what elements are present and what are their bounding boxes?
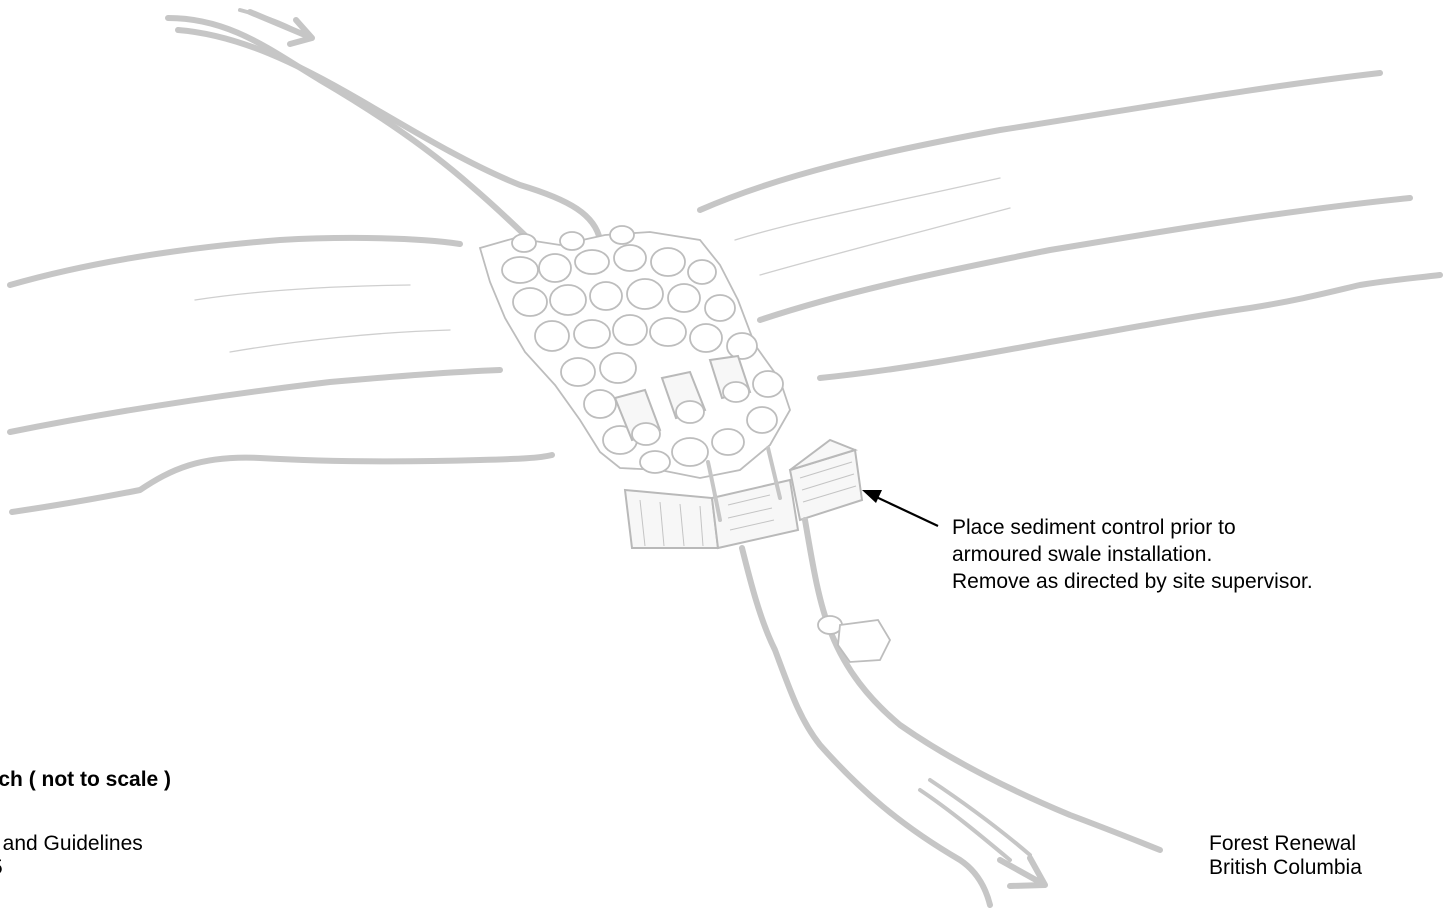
callout-arrow-icon [862,490,938,526]
road-right [700,73,1440,378]
sketch-caption: ketch ( not to scale ) [0,768,171,792]
organization-line-2: British Columbia [1209,856,1362,880]
standards-line-1: ards and Guidelines [0,832,143,856]
sediment-control-note: Place sediment control prior to armoured… [952,514,1313,595]
organization-credit: Forest Renewal British Columbia [1209,832,1362,880]
road-left [10,238,552,512]
organization-line-1: Forest Renewal [1209,832,1362,856]
standards-reference: ards and Guidelines n 2.5 [0,832,143,880]
note-line-3: Remove as directed by site supervisor. [952,568,1313,595]
flow-arrow-icon [1000,858,1045,886]
flow-arrow-icon [250,12,312,44]
note-line-1: Place sediment control prior to [952,514,1313,541]
note-line-2: armoured swale installation. [952,541,1313,568]
standards-line-2: n 2.5 [0,856,143,880]
